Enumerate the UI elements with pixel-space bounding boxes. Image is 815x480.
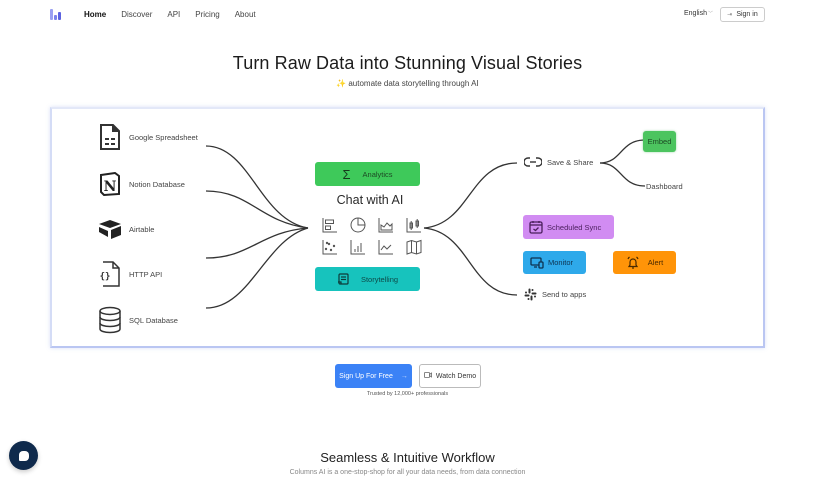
candlestick-chart-icon[interactable] [406,217,422,233]
notion-icon: N [97,170,123,198]
chat-with-ai-title: Chat with AI [336,193,404,207]
bar-horizontal-chart-icon[interactable] [322,217,338,233]
storytelling-button[interactable]: Storytelling [315,267,420,291]
source-sql-database[interactable]: SQL Database [97,306,178,334]
source-label: Notion Database [129,179,185,189]
section-title: Seamless & Intuitive Workflow [320,450,495,465]
chart-logo-icon[interactable] [50,9,62,20]
analytics-button[interactable]: Σ Analytics [315,162,420,186]
code-file-icon: {} [97,260,123,288]
sign-up-label: Sign Up For Free [339,372,393,380]
top-navigation: Home Discover API Pricing About English﹀… [0,0,815,30]
scheduled-sync-button[interactable]: Scheduled Sync [523,215,614,239]
monitor-label: Monitor [548,258,574,267]
save-share-label: Save & Share [547,157,594,167]
source-notion-database[interactable]: N Notion Database [97,170,185,198]
alert-button[interactable]: Alert [613,251,676,274]
monitor-button[interactable]: Monitor [523,251,586,274]
dashboard-label: Dashboard [646,182,683,191]
watch-demo-button[interactable]: Watch Demo [419,364,481,388]
svg-text:{}: {} [100,272,111,282]
trusted-by-text: Trusted by 12,000+ professionals [366,391,449,397]
map-icon[interactable] [406,239,422,255]
sign-in-label: Sign in [736,11,758,18]
dashboard-node[interactable]: Dashboard [646,182,683,191]
sign-in-button[interactable]: ⇥ Sign in [720,7,765,22]
scroll-icon [337,273,349,285]
source-airtable[interactable]: Airtable [97,215,154,243]
send-to-apps-label: Send to apps [542,290,587,299]
calendar-check-icon [529,220,543,234]
nav-link-api[interactable]: API [167,10,181,19]
chat-widget-button[interactable] [9,441,38,470]
nav-link-pricing[interactable]: Pricing [195,10,220,19]
storytelling-label: Storytelling [360,274,399,284]
alert-label: Alert [647,258,664,267]
bar-chart-icon[interactable] [350,239,366,255]
language-label: English [684,10,707,17]
slack-icon [524,288,537,301]
source-label: SQL Database [129,315,178,325]
sign-up-free-button[interactable]: Sign Up For Free → [335,364,412,388]
pie-chart-icon[interactable] [350,217,366,233]
watch-demo-label: Watch Demo [435,372,477,380]
sign-in-arrow-icon: ⇥ [727,12,733,18]
svg-text:N: N [104,179,117,195]
bell-icon [626,256,640,269]
airtable-icon [97,215,123,243]
video-camera-icon [423,372,432,380]
source-label: Airtable [129,224,155,234]
nav-link-home[interactable]: Home [84,10,107,19]
line-chart-icon[interactable] [378,239,394,255]
scheduled-sync-label: Scheduled Sync [547,222,602,232]
sigma-icon: Σ [342,166,351,182]
source-label: Google Spreadsheet [129,132,198,142]
source-http-api[interactable]: {} HTTP API [97,260,162,288]
section-subtitle: Columns AI is a one-stop-shop for all yo… [289,469,526,476]
nav-links: Home Discover API Pricing About [84,10,271,19]
send-to-apps-node[interactable]: Send to apps [524,288,586,301]
hero-subtitle: ✨automate data storytelling through AI [0,79,815,88]
nav-link-discover[interactable]: Discover [121,10,153,19]
hero-subtitle-text: automate data storytelling through AI [348,79,479,88]
source-label: HTTP API [129,269,163,279]
scatter-chart-icon[interactable] [322,239,338,255]
embed-button[interactable]: Embed [643,131,676,152]
source-google-spreadsheet[interactable]: Google Spreadsheet [97,123,198,151]
monitor-device-icon [530,256,544,269]
analytics-label: Analytics [362,169,393,179]
spreadsheet-icon [97,123,123,151]
hero-title: Turn Raw Data into Stunning Visual Stori… [232,53,583,73]
embed-label: Embed [647,137,672,146]
save-share-node[interactable]: Save & Share [524,157,593,167]
chat-bubble-icon [18,450,29,461]
nav-link-about[interactable]: About [234,10,256,19]
area-chart-icon[interactable] [378,217,394,233]
sparkle-icon: ✨ [336,79,347,88]
arrow-right-icon: → [400,372,408,380]
database-icon [97,306,123,334]
chart-type-grid [322,217,422,255]
link-icon [524,157,542,167]
language-selector[interactable]: English﹀ [684,10,713,17]
chevron-down-icon: ﹀ [707,11,713,17]
